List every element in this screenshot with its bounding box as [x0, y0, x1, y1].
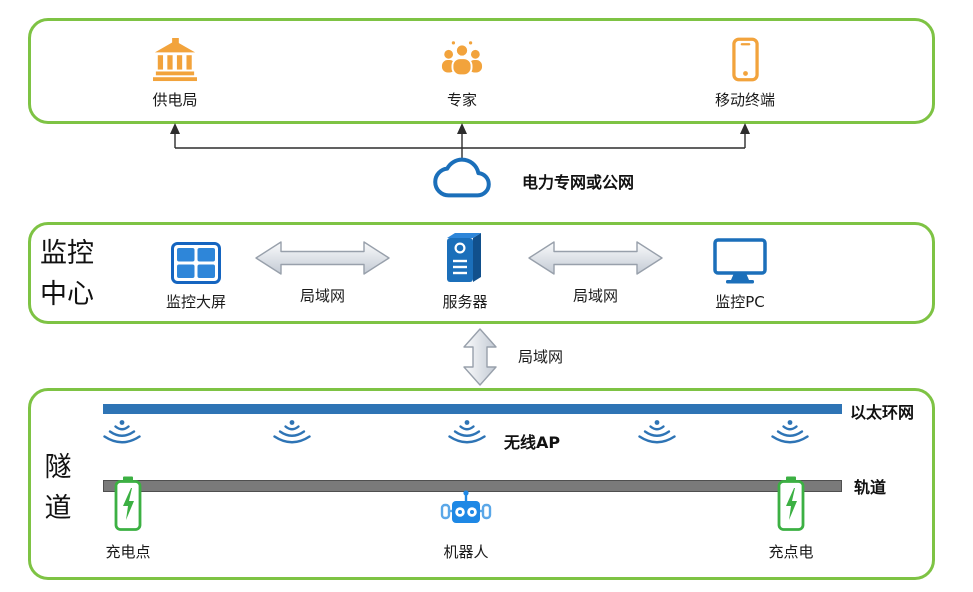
server-icon: [445, 230, 485, 284]
lan-label: 局域网: [572, 287, 618, 305]
cloud-icon: [433, 157, 491, 202]
node-experts: 专家: [412, 28, 512, 110]
battery-charging-icon: [777, 476, 805, 536]
rail-bar: [103, 480, 842, 492]
robot-label: 机器人: [443, 543, 489, 561]
lan-link-left: 局域网: [255, 239, 390, 306]
tunnel-title: 隧道: [44, 452, 72, 524]
double-arrow-icon: [528, 241, 663, 275]
wifi-ap-icon: [447, 419, 487, 451]
battery-charging-icon: [114, 476, 142, 536]
ethernet-ring-bar: [103, 404, 842, 414]
cloud-network-label: 电力专网或公网: [522, 173, 635, 192]
wifi-ap-icon: [637, 419, 677, 451]
monitor-center-title: 监控中心: [40, 238, 94, 310]
wifi-ap-icon: [770, 419, 810, 451]
monitor-icon: [713, 230, 767, 284]
node-server: 服务器: [415, 230, 515, 312]
charge-point-left-label: 充电点: [105, 543, 151, 561]
wifi-ap-icon: [102, 419, 142, 451]
charge-point-right-label: 充点电: [768, 543, 814, 561]
node-mobile-terminal: 移动终端: [695, 28, 795, 110]
cloud-layer-box: [28, 18, 935, 124]
node-label: 监控PC: [715, 293, 765, 311]
node-power-bureau: 供电局: [125, 28, 225, 110]
node-label: 监控大屏: [165, 293, 226, 311]
node-label: 服务器: [442, 293, 488, 311]
double-arrow-icon: [255, 241, 390, 275]
ethernet-ring-label: 以太环网: [850, 403, 915, 422]
node-label: 供电局: [152, 91, 198, 109]
video-wall-icon: [171, 230, 221, 284]
backbone-lan-label: 局域网: [518, 348, 564, 366]
smartphone-icon: [731, 28, 759, 82]
backbone-double-arrow-icon: [462, 328, 498, 390]
robot-icon: [434, 490, 498, 540]
rail-label: 轨道: [854, 478, 887, 497]
experts-icon: [439, 28, 485, 82]
bank-icon: [152, 28, 198, 82]
node-monitor-pc: 监控PC: [690, 230, 790, 312]
wireless-ap-label: 无线AP: [504, 433, 561, 452]
wifi-ap-icon: [272, 419, 312, 451]
node-label: 移动终端: [714, 91, 775, 109]
node-label: 专家: [446, 91, 477, 109]
lan-label: 局域网: [299, 287, 345, 305]
node-video-wall: 监控大屏: [146, 230, 246, 312]
cloud-connector-lines: [170, 123, 750, 174]
lan-link-right: 局域网: [528, 239, 663, 306]
